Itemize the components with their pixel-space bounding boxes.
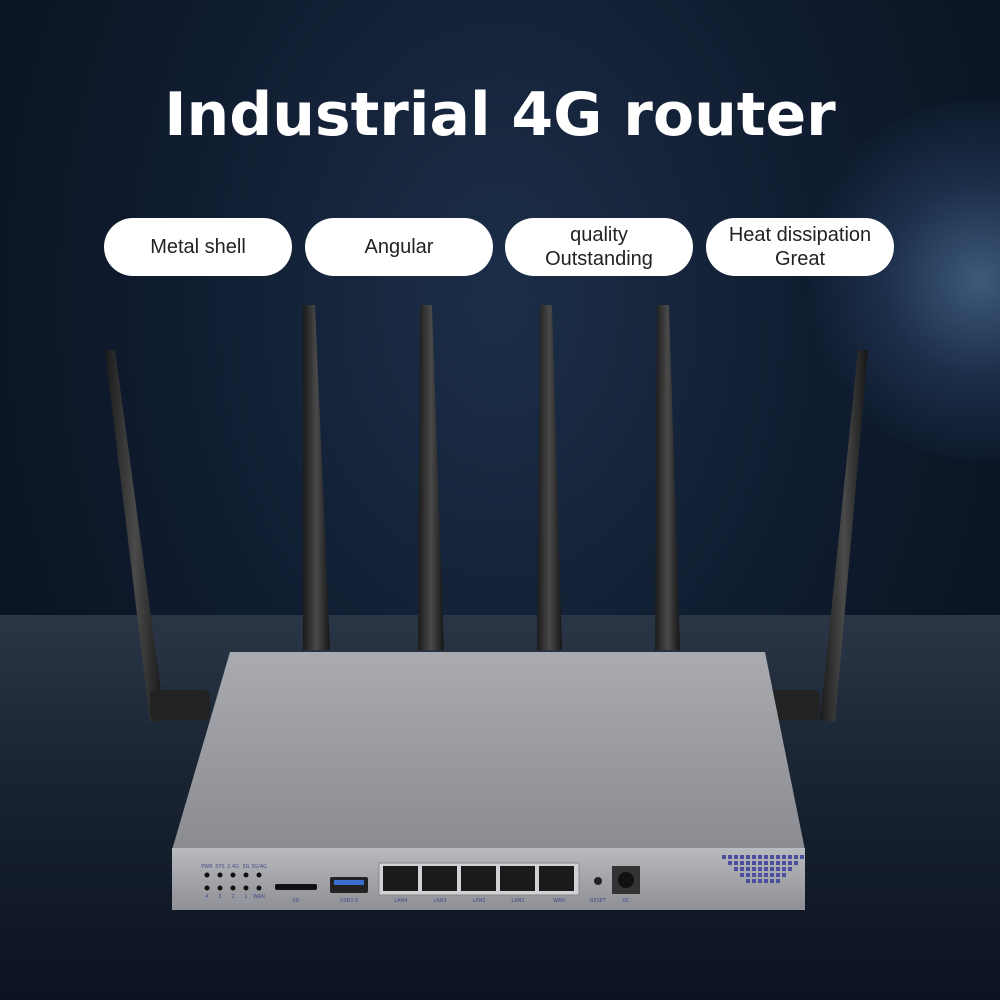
sd-slot xyxy=(275,884,317,890)
led xyxy=(217,872,223,878)
ethernet-port xyxy=(461,866,496,891)
led-label: SYS xyxy=(215,864,224,870)
led xyxy=(230,885,236,891)
port-label: SD xyxy=(292,898,299,904)
feature-pill: Metal shell xyxy=(104,218,292,276)
led xyxy=(204,872,210,878)
feature-text: Metal shell xyxy=(150,236,246,258)
ethernet-port xyxy=(383,866,418,891)
vent-pattern xyxy=(722,855,804,883)
usb-port xyxy=(330,877,368,893)
port-label: LAN1 xyxy=(511,898,524,904)
led xyxy=(256,885,262,891)
title: Industrial 4G router xyxy=(164,80,836,150)
port-label: LAN2 xyxy=(472,898,485,904)
led xyxy=(230,872,236,878)
led-label: 1 xyxy=(244,894,247,900)
led-label: 4 xyxy=(205,894,208,900)
port-label: RESET xyxy=(590,898,607,904)
feature-text: Great xyxy=(774,248,826,270)
router-top xyxy=(172,652,805,850)
port-label: LAN4 xyxy=(394,898,407,904)
led xyxy=(217,885,223,891)
led xyxy=(243,885,249,891)
led-label: PWR xyxy=(201,864,213,870)
ethernet-port xyxy=(539,866,574,891)
port-label: WAN xyxy=(553,898,565,904)
feature-text: Angular xyxy=(364,236,434,258)
antennas xyxy=(105,305,868,722)
dc-jack xyxy=(612,866,640,894)
port-label: DC xyxy=(622,898,630,904)
port-label: USB3.0 xyxy=(340,898,358,904)
ethernet-port xyxy=(422,866,457,891)
led-label: WAN xyxy=(253,894,265,900)
led xyxy=(243,872,249,878)
port-label: LAN3 xyxy=(433,898,446,904)
feature-text: Outstanding xyxy=(545,248,653,270)
led-label: 5G xyxy=(242,864,249,870)
reset-button xyxy=(594,877,602,885)
led-label: 3 xyxy=(218,894,221,900)
ethernet-port xyxy=(500,866,535,891)
feature-text: quality xyxy=(570,224,628,246)
feature-pill: Angular xyxy=(305,218,493,276)
led-label: 3G/4G xyxy=(251,864,267,870)
feature-text: Heat dissipation xyxy=(728,224,872,246)
led xyxy=(204,885,210,891)
led xyxy=(256,872,262,878)
led-label: 2 xyxy=(231,894,234,900)
led-label: 2.4G xyxy=(227,864,239,870)
